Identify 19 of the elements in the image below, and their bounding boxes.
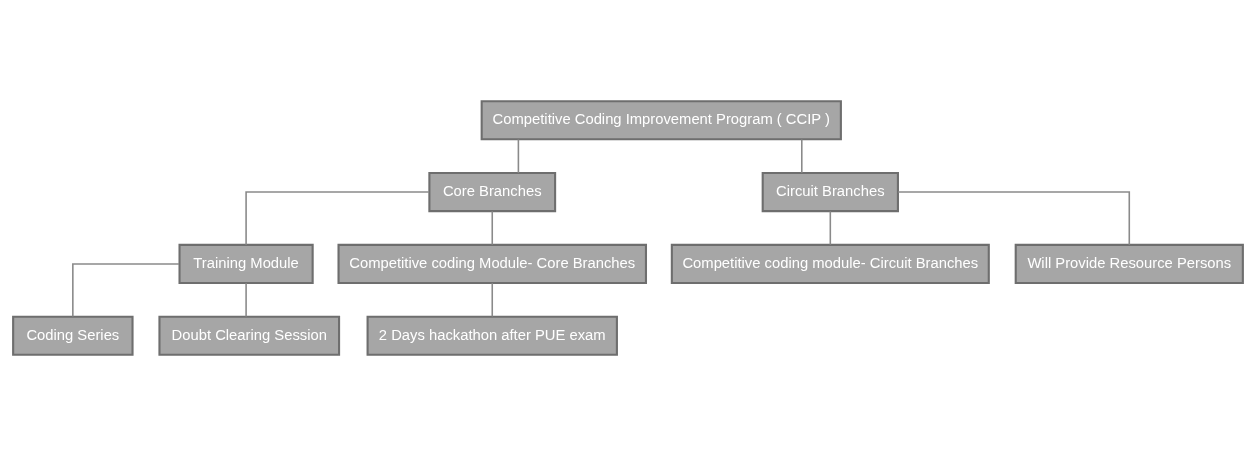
connector	[829, 210, 832, 245]
connector	[491, 281, 494, 317]
node-box: Competitive coding module- Circuit Branches	[670, 243, 990, 284]
node-box: Will Provide Resource Persons	[1014, 243, 1244, 284]
node-box: 2 Days hackathon after PUE exam	[366, 315, 618, 356]
node-box: Coding Series	[12, 315, 134, 356]
connector	[72, 262, 180, 317]
connector	[245, 190, 430, 245]
node-box: Competitive coding Module- Core Branches	[337, 243, 647, 284]
connector	[245, 281, 247, 317]
node-box: Core Branches	[428, 171, 557, 212]
node-box: Circuit Branches	[761, 171, 899, 212]
connector	[897, 190, 1131, 245]
node-box: Doubt Clearing Session	[158, 315, 341, 356]
connector	[491, 210, 494, 245]
connector	[801, 138, 803, 174]
node-box: Competitive Coding Improvement Program ( CCIP )	[480, 99, 842, 140]
connector	[517, 138, 520, 174]
node-box: Training Module	[178, 243, 314, 284]
